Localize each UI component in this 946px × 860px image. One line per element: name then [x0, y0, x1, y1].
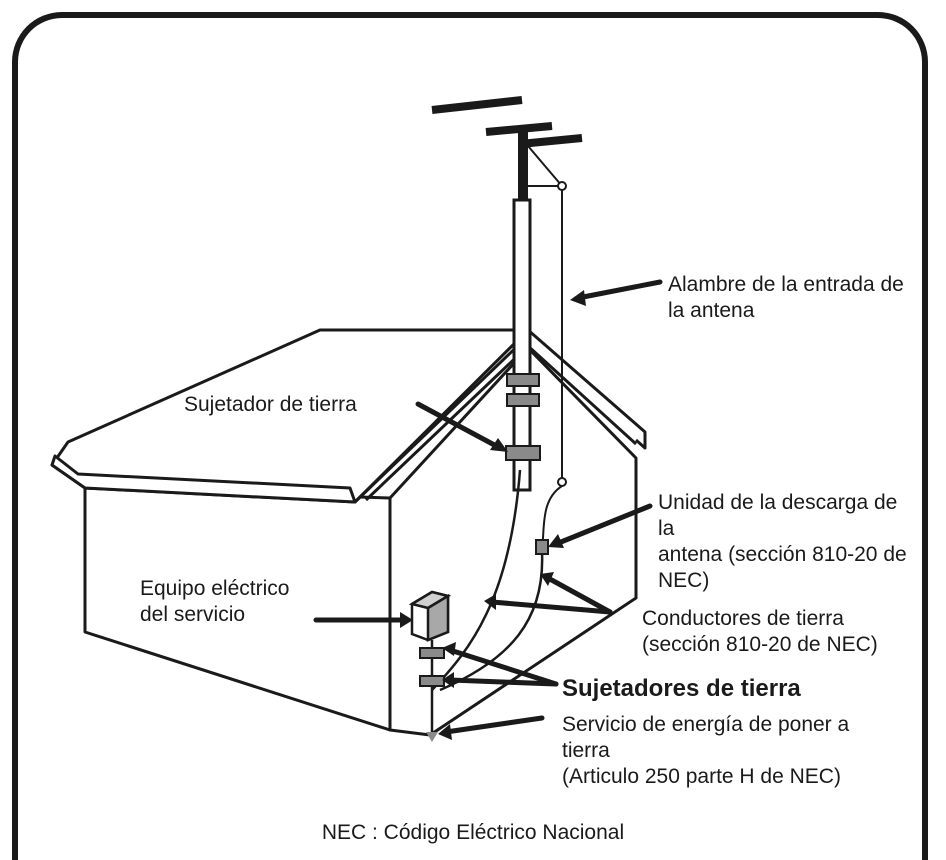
- ground-rod-tip: [426, 732, 438, 742]
- arrow-clamp-b: [447, 677, 559, 687]
- arrow-conductor-a: [489, 599, 613, 615]
- mast-clamp: [506, 373, 540, 387]
- arrow-lead-wire: [575, 279, 663, 301]
- label-antenna-lead-wire: Alambre de la entrada de la antena: [668, 273, 904, 322]
- lead-in-wire: [527, 145, 563, 187]
- label-power-grounding: Servicio de energía de poner a tierra (A…: [562, 713, 850, 788]
- discharge-unit: [535, 539, 549, 555]
- antenna-element: [431, 96, 523, 114]
- label-discharge-unit: Unidad de la descarga de la antena (secc…: [658, 491, 907, 592]
- rounded-frame: [12, 12, 928, 860]
- roof-edge: [50, 454, 357, 504]
- gable-trim: [353, 328, 647, 504]
- ground-conductor-a: [431, 469, 522, 691]
- arrow-discharge-unit: [553, 503, 653, 547]
- arrow-power-ground: [443, 715, 545, 735]
- label-ground-clamp: Sujetador de tierra: [184, 393, 357, 416]
- arrow-clamp-a: [447, 647, 559, 687]
- label-ground-clamps: Sujetadores de tierra: [562, 675, 801, 702]
- footer-note: NEC : Código Eléctrico Nacional: [321, 821, 625, 844]
- label-service-equipment: Equipo eléctrico del servicio: [140, 577, 290, 626]
- label-grounding-conductors: Conductores de tierra (sección 810-20 de…: [642, 607, 878, 656]
- bottom-clamp: [419, 647, 445, 659]
- arrow-ground-clamp: [415, 401, 503, 451]
- ground-clamp: [505, 445, 541, 461]
- arrow-conductor-b: [545, 575, 613, 615]
